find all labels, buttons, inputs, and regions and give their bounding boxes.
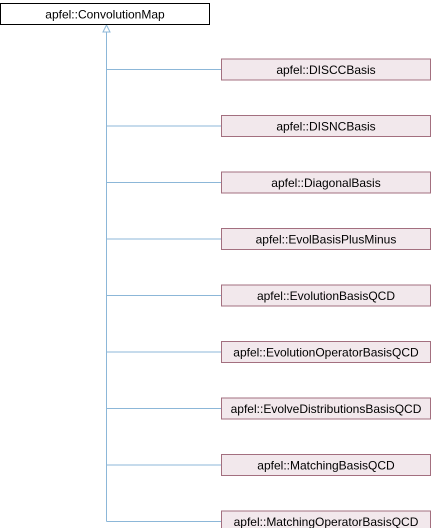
derived-classes: apfel::DISCCBasisapfel::DISNCBasisapfel:… [221,58,431,528]
derived-class-label: apfel::DISCCBasis [276,63,375,77]
derived-class-node[interactable]: apfel::EvolutionBasisQCD [221,284,431,307]
derived-class-box [221,115,431,137]
derived-class-node[interactable]: apfel::DISNCBasis [221,115,431,137]
derived-class-box [221,454,431,476]
base-class-label: apfel::ConvolutionMap [45,8,165,22]
derived-class-node[interactable]: apfel::EvolveDistributionsBasisQCD [221,397,431,420]
derived-class-label: apfel::MatchingBasisQCD [257,459,395,473]
derived-class-node[interactable]: apfel::MatchingOperatorBasisQCD [221,510,431,528]
derived-class-label: apfel::MatchingOperatorBasisQCD [234,515,419,528]
derived-class-box [221,171,431,194]
derived-class-node[interactable]: apfel::DISCCBasis [221,58,431,81]
derived-class-box [221,284,431,307]
derived-class-box [221,341,431,363]
derived-class-node[interactable]: apfel::EvolutionOperatorBasisQCD [221,341,431,363]
inheritance-arrowhead [102,23,111,33]
derived-class-label: apfel::EvolveDistributionsBasisQCD [231,402,422,416]
derived-class-box [221,58,431,81]
derived-class-node[interactable]: apfel::MatchingBasisQCD [221,454,431,476]
derived-class-node[interactable]: apfel::EvolBasisPlusMinus [221,228,431,250]
base-class-box [0,3,210,25]
derived-class-label: apfel::DISNCBasis [276,120,375,134]
derived-class-box [221,228,431,250]
derived-class-label: apfel::EvolutionOperatorBasisQCD [233,346,419,360]
inheritance-connectors [102,23,222,522]
derived-class-label: apfel::EvolutionBasisQCD [257,289,395,303]
derived-class-node[interactable]: apfel::DiagonalBasis [221,171,431,194]
derived-class-label: apfel::EvolBasisPlusMinus [256,233,397,247]
derived-class-label: apfel::DiagonalBasis [271,176,380,190]
base-class-node[interactable]: apfel::ConvolutionMap [0,3,210,25]
derived-class-box [221,510,431,528]
derived-class-box [221,397,431,420]
